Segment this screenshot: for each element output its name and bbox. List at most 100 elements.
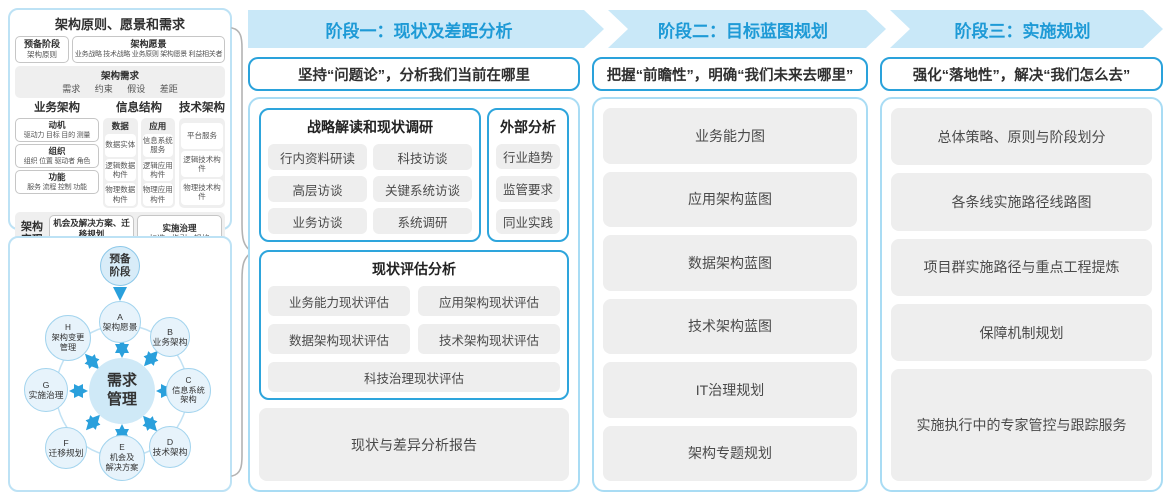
phase1-header: 阶段一：现状及差距分析	[325, 21, 513, 41]
vision-title: 架构愿景	[130, 39, 167, 49]
motivation-items: 驱动力 目标 目的 测量	[23, 131, 91, 139]
assessment-title: 现状评估分析	[372, 261, 456, 277]
organization-title: 组织	[48, 145, 66, 156]
application-subcolumn: 应用 信息系统服务 逻辑应用构件 物理应用构件	[140, 117, 175, 209]
strategy-item: 业务访谈	[268, 208, 367, 234]
strategy-item: 行内资料研读	[268, 144, 367, 170]
adm-node-h: H 架构变更 管理	[45, 315, 91, 361]
prep-phase-box: 预备阶段 架构原则	[15, 36, 69, 63]
architecture-requirements-box: 架构需求 需求 约束 假设 差距	[15, 66, 225, 98]
phase1-slogan-box: 坚持“问题论”，分析我们当前在哪里	[248, 57, 580, 91]
logical-tech-chip: 逻辑技术构件	[181, 150, 223, 177]
adm-node-e: E 机会及 解决方案	[99, 435, 145, 481]
phase3-header-band: 阶段三：实施规划	[890, 10, 1163, 48]
vision-sub: 业务战略 技术战略 业务原则 架构愿景 利益相关者	[74, 51, 223, 59]
governance-title: 实施治理	[162, 223, 197, 234]
center-d-arrow	[142, 415, 158, 432]
external-item: 行业趋势	[496, 144, 560, 170]
technical-items-box: 平台服务 逻辑技术构件 物理技术构件	[179, 117, 225, 209]
physical-data-chip: 物理数据构件	[105, 183, 136, 207]
phase2-slogan-box: 把握“前瞻性”，明确“我们未来去哪里”	[592, 57, 868, 91]
organization-box: 组织 组织 位置 驱动者 角色	[15, 143, 99, 169]
phase1-top-row: 战略解读和现状调研 行内资料研读 科技访谈 高层访谈 关键系统访谈 业务访谈 系…	[259, 108, 569, 242]
adm-node-b: B 业务架构	[150, 317, 190, 357]
current-state-assessment-box: 现状评估分析 业务能力现状评估 应用架构现状评估 数据架构现状评估 技术架构现状…	[259, 250, 569, 400]
strategy-item: 系统调研	[373, 208, 472, 234]
adm-node-g: G 实施治理	[24, 368, 68, 412]
adm-node-f: F 迁移规划	[45, 427, 87, 469]
phase2-header-band: 阶段二：目标蓝图规划	[608, 10, 886, 48]
phase3-output-box: 各条线实施路径线路图	[891, 173, 1152, 231]
strategy-research-title: 战略解读和现状调研	[307, 119, 433, 135]
function-items: 服务 流程 控制 功能	[27, 184, 87, 192]
opportunity-title: 机会及解决方案、迁移规划	[53, 218, 130, 239]
adm-cycle-panel: 预备 阶段 A 架构愿景 B 业务架构 C 信息系统 架构 D 技术架构 E 机…	[8, 236, 232, 492]
motivation-box: 动机 驱动力 目标 目的 测量	[15, 117, 99, 142]
application-title: 应用	[149, 120, 167, 131]
phase3-header: 阶段三：实施规划	[954, 21, 1091, 41]
physical-app-chip: 物理应用构件	[142, 183, 173, 207]
center-f-arrow	[85, 414, 101, 431]
strategy-item: 科技访谈	[373, 144, 472, 170]
assessment-item: 数据架构现状评估	[268, 324, 410, 354]
external-analysis-box: 外部分析 行业趋势 监管要求 同业实践	[487, 108, 569, 242]
logical-app-chip: 逻辑应用构件	[142, 158, 173, 182]
platform-service-chip: 平台服务	[181, 122, 223, 149]
requirements-title: 架构需求	[100, 71, 139, 82]
information-structure-column: 信息结构 数据 数据实体 逻辑数据构件 物理数据构件 应用 信息系统服务 逻辑应…	[103, 102, 175, 209]
adm-prep-circle: 预备 阶段	[100, 246, 140, 286]
external-analysis-title: 外部分析	[500, 119, 556, 135]
business-architecture-title: 业务架构	[34, 102, 80, 114]
motivation-title: 动机	[48, 119, 66, 130]
adm-center-circle: 需求 管理	[89, 358, 155, 424]
phase3-output-box: 项目群实施路径与重点工程提炼	[891, 238, 1152, 296]
phase3-output-box: 保障机制规划	[891, 303, 1152, 362]
organization-items: 组织 位置 驱动者 角色	[23, 157, 91, 165]
phase3-content-panel: 总体策略、原则与阶段划分 各条线实施路径线路图 项目群实施路径与重点工程提炼 保…	[880, 97, 1163, 492]
technical-architecture-title: 技术架构	[179, 102, 225, 114]
phase3-slogan: 强化“落地性”，解决“我们怎么去”	[912, 67, 1131, 84]
assessment-item: 技术架构现状评估	[418, 324, 560, 354]
information-subcolumns: 数据 数据实体 逻辑数据构件 物理数据构件 应用 信息系统服务 逻辑应用构件 物…	[103, 117, 175, 209]
strategy-item: 高层访谈	[268, 176, 367, 202]
phase2-output-box: IT治理规划	[603, 362, 857, 418]
assessment-grid: 业务能力现状评估 应用架构现状评估 数据架构现状评估 技术架构现状评估 科技治理…	[268, 286, 560, 392]
function-box: 功能 服务 流程 控制 功能	[15, 170, 99, 195]
information-structure-title: 信息结构	[116, 102, 162, 114]
phase2-content-panel: 业务能力图 应用架构蓝图 数据架构蓝图 技术架构蓝图 IT治理规划 架构专题规划	[592, 97, 868, 492]
logical-data-chip: 逻辑数据构件	[105, 158, 136, 182]
architecture-domains-row: 业务架构 动机 驱动力 目标 目的 测量 组织 组织 位置 驱动者 角色 功能 …	[15, 102, 225, 209]
external-analysis-items: 行业趋势 监管要求 同业实践	[496, 144, 560, 234]
external-item: 同业实践	[496, 208, 560, 234]
center-h-arrow	[84, 353, 100, 370]
adm-node-c: C 信息系统 架构	[166, 368, 211, 413]
phase1-header-band: 阶段一：现状及差距分析	[248, 10, 604, 48]
strategy-research-grid: 行内资料研读 科技访谈 高层访谈 关键系统访谈 业务访谈 系统调研	[268, 144, 472, 234]
assessment-item: 应用架构现状评估	[418, 286, 560, 316]
external-item: 监管要求	[496, 176, 560, 202]
phase2-output-box: 技术架构蓝图	[603, 298, 857, 354]
assessment-item: 业务能力现状评估	[268, 286, 410, 316]
adm-node-d: D 技术架构	[149, 426, 191, 468]
prep-phase-sub: 架构原则	[27, 50, 57, 60]
phase3-output-box: 总体策略、原则与阶段划分	[891, 108, 1152, 166]
data-title: 数据	[111, 120, 129, 131]
strategy-research-box: 战略解读和现状调研 行内资料研读 科技访谈 高层访谈 关键系统访谈 业务访谈 系…	[259, 108, 481, 242]
phase2-output-box: 应用架构蓝图	[603, 171, 857, 227]
phase2-header: 阶段二：目标蓝图规划	[658, 21, 828, 41]
technical-architecture-column: 技术架构 平台服务 逻辑技术构件 物理技术构件	[179, 102, 225, 209]
requirements-items: 需求 约束 假设 差距	[62, 84, 178, 94]
function-title: 功能	[48, 172, 66, 183]
architecture-principles-panel: 架构原则、愿景和需求 预备阶段 架构原则 架构愿景 业务战略 技术战略 业务原则…	[8, 8, 232, 256]
phase2-slogan: 把握“前瞻性”，明确“我们未来去哪里”	[606, 67, 854, 84]
prep-vision-row: 预备阶段 架构原则 架构愿景 业务战略 技术战略 业务原则 架构愿景 利益相关者	[15, 36, 225, 63]
phase3-slogan-box: 强化“落地性”，解决“我们怎么去”	[880, 57, 1163, 91]
physical-tech-chip: 物理技术构件	[181, 178, 223, 206]
panel-title: 架构原则、愿景和需求	[54, 17, 185, 32]
gap-analysis-report-box: 现状与差异分析报告	[259, 408, 569, 481]
phase2-output-box: 业务能力图	[603, 108, 857, 164]
center-b-arrow	[143, 350, 159, 367]
data-subcolumn: 数据 数据实体 逻辑数据构件 物理数据构件	[103, 117, 138, 209]
adm-node-a: A 架构愿景	[99, 301, 141, 343]
phase2-output-box: 架构专题规划	[603, 425, 857, 481]
